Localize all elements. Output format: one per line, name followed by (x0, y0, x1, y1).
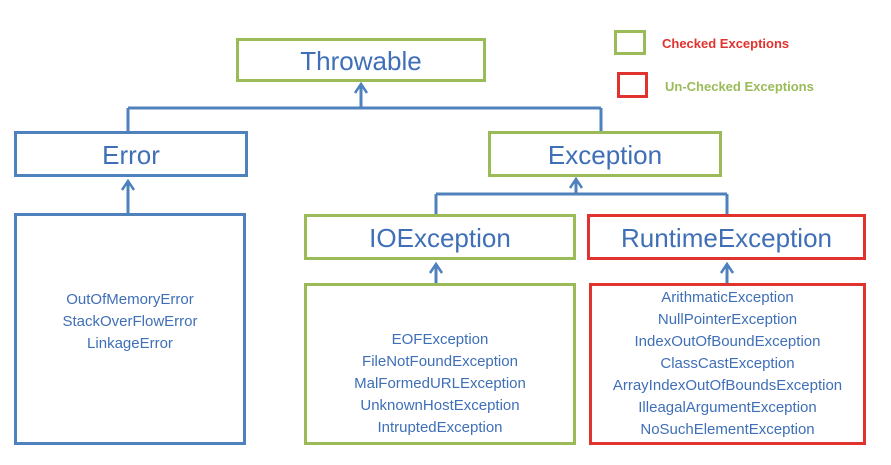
error-subclass-item: LinkageError (87, 335, 173, 352)
error-subclasses-list: OutOfMemoryError StackOverFlowError Link… (62, 289, 197, 369)
runtime-subclass-item: IndexOutOfBoundException (634, 333, 821, 350)
io-subclass-item: EOFException (391, 331, 489, 348)
runtime-exception-label: RuntimeException (621, 223, 832, 253)
error-label: Error (102, 140, 160, 170)
runtime-subclass-item: ClassCastException (660, 355, 795, 372)
throwable-label: Throwable (300, 46, 422, 76)
io-exception-label: IOException (369, 223, 511, 253)
exception-node: Exception (488, 131, 722, 177)
runtime-subclass-item: NoSuchElementException (640, 421, 815, 438)
io-subclass-item: FileNotFoundException (362, 353, 518, 370)
legend-checked-label: Checked Exceptions (662, 36, 790, 51)
legend-checked-swatch (614, 30, 646, 55)
legend-unchecked-swatch (617, 72, 648, 98)
runtime-subclass-item: ArrayIndexOutOfBoundsException (612, 377, 843, 394)
runtime-subclasses-box: ArithmaticException NullPointerException… (589, 283, 866, 445)
error-subclasses-box: OutOfMemoryError StackOverFlowError Link… (14, 213, 246, 445)
io-subclass-item: IntruptedException (377, 419, 503, 436)
arrowhead-throwable (353, 81, 369, 94)
io-exception-node: IOException (304, 214, 576, 260)
error-subclass-item: StackOverFlowError (62, 313, 198, 330)
arrowhead-runtime (719, 261, 735, 274)
runtime-subclass-item: ArithmaticException (661, 289, 794, 306)
arrowhead-io (428, 261, 444, 274)
legend-unchecked-label: Un-Checked Exceptions (665, 79, 814, 94)
runtime-subclass-item: NullPointerException (657, 311, 798, 328)
io-subclass-item: MalFormedURLException (354, 375, 526, 392)
io-subclasses-list: EOFException FileNotFoundException MalFo… (354, 289, 526, 439)
throwable-node: Throwable (236, 38, 486, 82)
io-subclass-item: UnknownHostException (360, 397, 520, 414)
runtime-subclasses-list: ArithmaticException NullPointerException… (613, 287, 842, 441)
runtime-subclass-item: IlleagalArgumentException (638, 399, 817, 416)
arrowhead-exception (568, 176, 584, 189)
io-subclasses-box: EOFException FileNotFoundException MalFo… (304, 283, 576, 445)
error-subclass-item: OutOfMemoryError (66, 291, 194, 308)
runtime-exception-node: RuntimeException (587, 214, 866, 260)
error-node: Error (14, 131, 248, 177)
exception-label: Exception (547, 140, 663, 170)
arrowhead-error (120, 178, 136, 191)
